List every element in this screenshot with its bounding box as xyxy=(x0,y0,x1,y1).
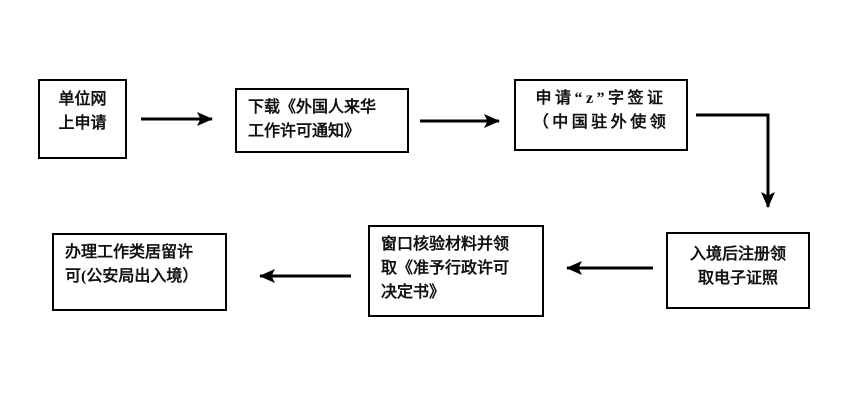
flow-node-z-visa: 申请“z”字签证 （中国驻外使领 xyxy=(514,79,688,151)
node-text-line: 上申请 xyxy=(58,115,107,132)
node-text-line: 窗口核验材料并领 xyxy=(381,236,510,253)
node-text-line: 决定书》 xyxy=(381,284,446,301)
node-text-line: 入境后注册领 xyxy=(689,246,786,263)
node-text-line: 下载《外国人来华 xyxy=(248,99,377,116)
node-text-line: 可(公安局出入境） xyxy=(65,268,199,285)
arrow-zvisa-to-register xyxy=(696,113,775,208)
node-text-line: 办理工作类居留许 xyxy=(65,244,194,261)
node-text-line: （中国驻外使领 xyxy=(532,114,670,131)
flow-node-apply-online: 单位网 上申请 xyxy=(38,79,127,159)
node-text-line: 工作许可通知》 xyxy=(248,123,361,140)
node-text-line: 申请“z”字签证 xyxy=(535,90,667,107)
node-text-line: 单位网 xyxy=(58,91,107,108)
node-text-line: 取《准予行政许可 xyxy=(381,260,510,277)
flow-node-register-epermit: 入境后注册领 取电子证照 xyxy=(666,232,810,309)
flow-node-residence-permit: 办理工作类居留许 可(公安局出入境） xyxy=(52,233,227,311)
flow-node-download-notice: 下载《外国人来华 工作许可通知》 xyxy=(235,88,409,153)
flow-node-window-verify: 窗口核验材料并领 取《准予行政许可 决定书》 xyxy=(368,225,544,317)
node-text-line: 取电子证照 xyxy=(697,270,778,287)
